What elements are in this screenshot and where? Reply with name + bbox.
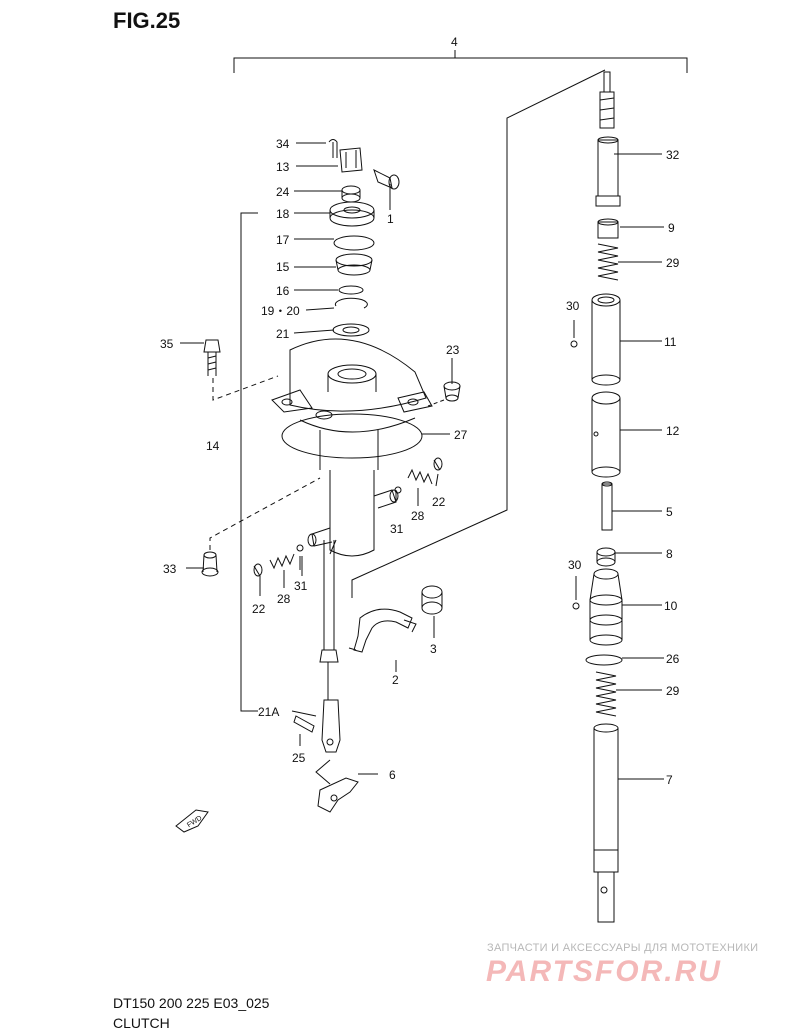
callout-labels: 4 34 13 24 1 18 17 15 16 19・20 21 35 23 …	[160, 35, 680, 829]
callout-9: 9	[668, 221, 675, 235]
part-10-dog	[589, 568, 623, 646]
callout-14: 14	[206, 439, 220, 453]
part-13-clevis	[339, 147, 363, 173]
leader-21a-rod	[329, 539, 357, 651]
callout-18: 18	[276, 207, 290, 221]
callout-23: 23	[446, 343, 460, 357]
part-22-plug-left	[253, 563, 263, 577]
callout-29-lower: 29	[666, 684, 680, 698]
callout-31-left: 31	[294, 579, 308, 593]
part-31-ball-left	[296, 544, 304, 552]
fwd-arrow-icon	[175, 809, 209, 833]
callout-28-right: 28	[411, 509, 425, 523]
callout-6: 6	[389, 768, 396, 782]
part-32-shaft	[595, 136, 621, 207]
callout-7: 7	[666, 773, 673, 787]
callout-28-left: 28	[277, 592, 291, 606]
leader-4-assembly	[351, 69, 606, 598]
part-28-spring-right	[407, 468, 433, 485]
callout-35: 35	[160, 337, 174, 351]
callout-11: 11	[664, 335, 677, 349]
callout-30-upper: 30	[566, 299, 580, 313]
leader-6-rod	[315, 759, 331, 785]
callout-1: 1	[387, 212, 394, 226]
leader-35-housing	[212, 375, 279, 401]
callout-29-upper: 29	[666, 256, 680, 270]
callout-22-right: 22	[432, 495, 446, 509]
part-30-ball-upper	[570, 340, 578, 348]
part-5-pin	[601, 481, 613, 531]
part-6-lever	[317, 777, 359, 813]
part-33-grommet	[201, 551, 219, 577]
callout-16: 16	[276, 284, 290, 298]
shaft-upper-tip	[599, 71, 615, 129]
part-29-spring-lower	[595, 671, 617, 717]
part-29-spring-upper	[597, 243, 619, 281]
part-1-bolt	[373, 169, 400, 190]
callout-4: 4	[451, 35, 458, 49]
part-30-ball-lower	[572, 602, 580, 610]
callout-19-20: 19・20	[261, 304, 300, 318]
callout-12: 12	[666, 424, 680, 438]
callout-17: 17	[276, 233, 290, 247]
group-bracket-14	[240, 212, 258, 712]
callout-22-left: 22	[252, 602, 266, 616]
assembly-bracket-4	[233, 50, 688, 73]
callout-25: 25	[292, 751, 306, 765]
callout-32: 32	[666, 148, 680, 162]
part-17-o-ring	[333, 235, 375, 251]
part-7-shaft	[593, 723, 619, 923]
part-11-sleeve	[591, 293, 621, 386]
callout-31-right: 31	[390, 522, 404, 536]
figure-name: CLUTCH	[113, 1015, 170, 1031]
leader-22r	[395, 473, 439, 500]
leaders-left	[180, 142, 453, 775]
part-25-pin	[293, 715, 315, 733]
part-22-plug-right	[433, 457, 443, 471]
callout-26: 26	[666, 652, 680, 666]
callout-10: 10	[664, 599, 678, 613]
leaders-right	[573, 153, 664, 780]
callout-21: 21	[276, 327, 290, 341]
callout-8: 8	[666, 547, 673, 561]
part-9-nut	[597, 218, 619, 239]
callout-15: 15	[276, 260, 290, 274]
part-8-collar	[596, 547, 616, 567]
callout-30-lower: 30	[568, 558, 582, 572]
part-16-ring	[338, 285, 364, 295]
callout-2: 2	[392, 673, 399, 687]
part-12-cylinder	[591, 391, 621, 478]
callout-34: 34	[276, 137, 290, 151]
part-24-nut	[341, 185, 361, 203]
watermark-text: ЗАПЧАСТИ И АКСЕССУАРЫ ДЛЯ МОТОТЕХНИКИ	[487, 942, 759, 954]
callout-21a: 21A	[258, 705, 279, 719]
callout-33: 33	[163, 562, 177, 576]
part-35-bolt	[203, 339, 221, 376]
leader-23-housing	[427, 399, 445, 407]
figure-model-code: DT150 200 225 E03_025	[113, 995, 270, 1011]
part-2-clamp	[353, 608, 417, 653]
part-19-20-circlip	[334, 297, 368, 309]
callout-13: 13	[276, 160, 290, 174]
part-27-o-ring	[281, 413, 423, 459]
part-28-spring-left	[269, 553, 295, 570]
part-34-cotter-pin	[328, 139, 338, 158]
callout-5: 5	[666, 505, 673, 519]
watermark-logo: PARTSFOR.RU	[486, 955, 722, 988]
part-21-washer	[332, 323, 370, 337]
part-18-retainer	[329, 201, 375, 227]
leader-33-housing	[209, 477, 321, 550]
part-31-ball-right	[394, 486, 402, 494]
callout-24: 24	[276, 185, 290, 199]
figure-title: FIG.25	[113, 8, 181, 33]
part-14-clutch-housing	[271, 338, 433, 557]
callout-3: 3	[430, 642, 437, 656]
callout-27: 27	[454, 428, 468, 442]
part-26-ring	[585, 654, 623, 666]
part-23-grommet	[443, 381, 461, 402]
part-3-cap	[421, 585, 443, 615]
part-15-bushing	[335, 253, 373, 276]
shift-rod-lower	[319, 540, 341, 753]
